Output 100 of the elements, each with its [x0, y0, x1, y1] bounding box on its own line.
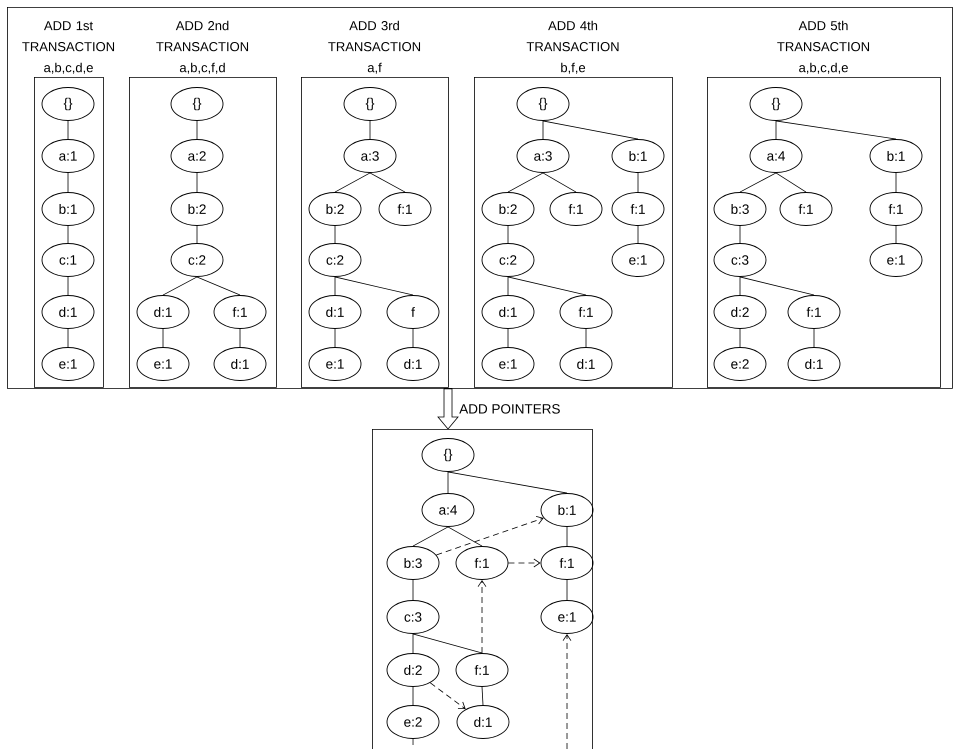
tree-node: c:2	[308, 243, 362, 277]
tree-edge	[334, 226, 336, 244]
tree-edge	[776, 172, 806, 192]
pointer-arrow	[436, 516, 544, 556]
tree-node: f:1	[612, 192, 664, 226]
tree-node: e:1	[612, 243, 664, 277]
tree-node: d:1	[482, 295, 534, 329]
tree-node: f:1	[780, 192, 832, 226]
tree-node: d:1	[136, 295, 190, 329]
tree-edge	[566, 526, 568, 546]
panel-heading: ADD 2nd TRANSACTION a,b,c,f,d	[156, 20, 248, 74]
panel-heading: ADD 3rd TRANSACTION a,f	[328, 20, 420, 74]
tree-node: e:1	[42, 347, 94, 381]
tree-edge	[740, 276, 814, 296]
tree-edge	[412, 634, 482, 654]
edge-label: ADD POINTERS	[458, 403, 562, 415]
tree-edge	[542, 120, 544, 140]
tree-node: e:1	[540, 600, 594, 634]
tree-edge	[412, 328, 414, 348]
tree-node: d:1	[386, 347, 440, 381]
tree-node: b:1	[540, 493, 594, 527]
tree-node: {}	[422, 438, 474, 472]
panel-heading: ADD 1st TRANSACTION a,b,c,d,e	[22, 21, 114, 74]
pointer-arrow	[508, 558, 541, 568]
tree-edge	[334, 276, 414, 296]
panel-heading: ADD 5th TRANSACTION a,b,c,d,e	[777, 20, 870, 74]
tree-edge	[334, 172, 370, 192]
panel-heading: ADD 4th TRANSACTION b,f,e	[526, 20, 619, 74]
tree-node: e:1	[870, 243, 922, 277]
tree-edge	[334, 276, 336, 296]
tree-node: b:2	[170, 192, 224, 226]
tree-node: {}	[750, 87, 802, 121]
tree-node: d:1	[42, 295, 94, 329]
tree-node: f:1	[550, 192, 602, 226]
tree-node: f:1	[214, 295, 266, 329]
tree-node: d:2	[386, 653, 440, 687]
tree-node: d:1	[456, 705, 510, 739]
tree-node: f:1	[560, 295, 612, 329]
pointer-arrow	[412, 634, 572, 749]
tree-node: a:4	[750, 139, 802, 173]
tree-node: a:1	[42, 139, 94, 173]
tree-edge	[448, 472, 568, 494]
tree-node: d:1	[560, 347, 612, 381]
tree-edge	[196, 172, 198, 192]
tree-node: a:4	[422, 493, 474, 527]
tree-node: e:1	[482, 347, 534, 381]
tree-edge	[740, 172, 776, 192]
tree-edge	[412, 526, 448, 546]
tree-node: f:1	[456, 546, 508, 580]
tree-edge	[412, 580, 414, 600]
tree-node: c:2	[170, 243, 224, 277]
tree-edge	[412, 634, 414, 654]
tree-edge	[542, 120, 638, 140]
panel-frame	[7, 7, 953, 389]
tree-node: e:1	[308, 347, 362, 381]
tree-node: b:2	[482, 192, 534, 226]
tree-node: b:1	[612, 139, 664, 173]
tree-edge	[508, 276, 586, 296]
tree-node: f	[386, 295, 440, 329]
tree-edge	[776, 120, 896, 140]
tree-edge	[196, 226, 198, 244]
tree-edge	[566, 580, 568, 600]
tree-node: b:1	[870, 139, 922, 173]
pointer-arrow	[478, 580, 486, 654]
tree-node: b:3	[714, 192, 766, 226]
tree-node: c:3	[386, 600, 440, 634]
tree-node: b:2	[308, 192, 362, 226]
tree-node: b:3	[386, 546, 440, 580]
tree-node: {}	[516, 87, 570, 121]
tree-node: f:1	[456, 653, 508, 687]
tree-edge	[196, 120, 198, 140]
tree-node: a:3	[516, 139, 570, 173]
tree-edge	[412, 686, 414, 706]
tree-node: {}	[344, 87, 396, 121]
tree-node: b:1	[42, 192, 94, 226]
tree-edge	[334, 328, 336, 348]
pointer-arrow	[430, 682, 466, 710]
tree-node: a:3	[344, 139, 396, 173]
tree-edge	[370, 172, 406, 192]
tree-edge	[542, 172, 576, 192]
block-arrow	[437, 388, 459, 430]
tree-node: c:2	[482, 243, 534, 277]
tree-node: d:1	[308, 295, 362, 329]
tree-node: c:1	[42, 243, 94, 277]
tree-node: f:1	[378, 192, 432, 226]
tree-edge	[508, 172, 544, 192]
tree-node: f:1	[870, 192, 922, 226]
tree-node: {}	[42, 87, 94, 121]
panel-frame	[372, 429, 593, 749]
tree-node: e:2	[386, 705, 440, 739]
tree-edge	[196, 276, 240, 296]
tree-node: c:3	[714, 243, 766, 277]
tree-node: e:2	[714, 347, 766, 381]
tree-node: d:2	[714, 295, 766, 329]
tree-node: d:1	[788, 347, 840, 381]
tree-edge	[448, 526, 482, 546]
tree-node: a:2	[170, 139, 224, 173]
tree-node: e:1	[136, 347, 190, 381]
tree-node: f:1	[788, 295, 840, 329]
tree-node: f:1	[540, 546, 594, 580]
